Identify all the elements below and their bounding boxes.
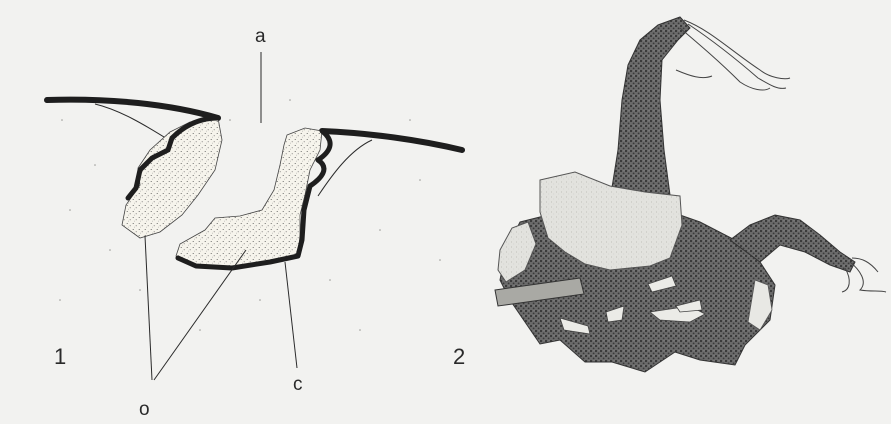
label-c: c xyxy=(293,375,303,394)
specimen-stalk xyxy=(610,17,690,200)
label-o: o xyxy=(139,400,150,419)
figure-1-number: 1 xyxy=(54,346,66,368)
figure-2-number: 2 xyxy=(453,346,465,368)
label-a: a xyxy=(255,27,266,46)
specimen-fibers-top xyxy=(676,20,790,90)
